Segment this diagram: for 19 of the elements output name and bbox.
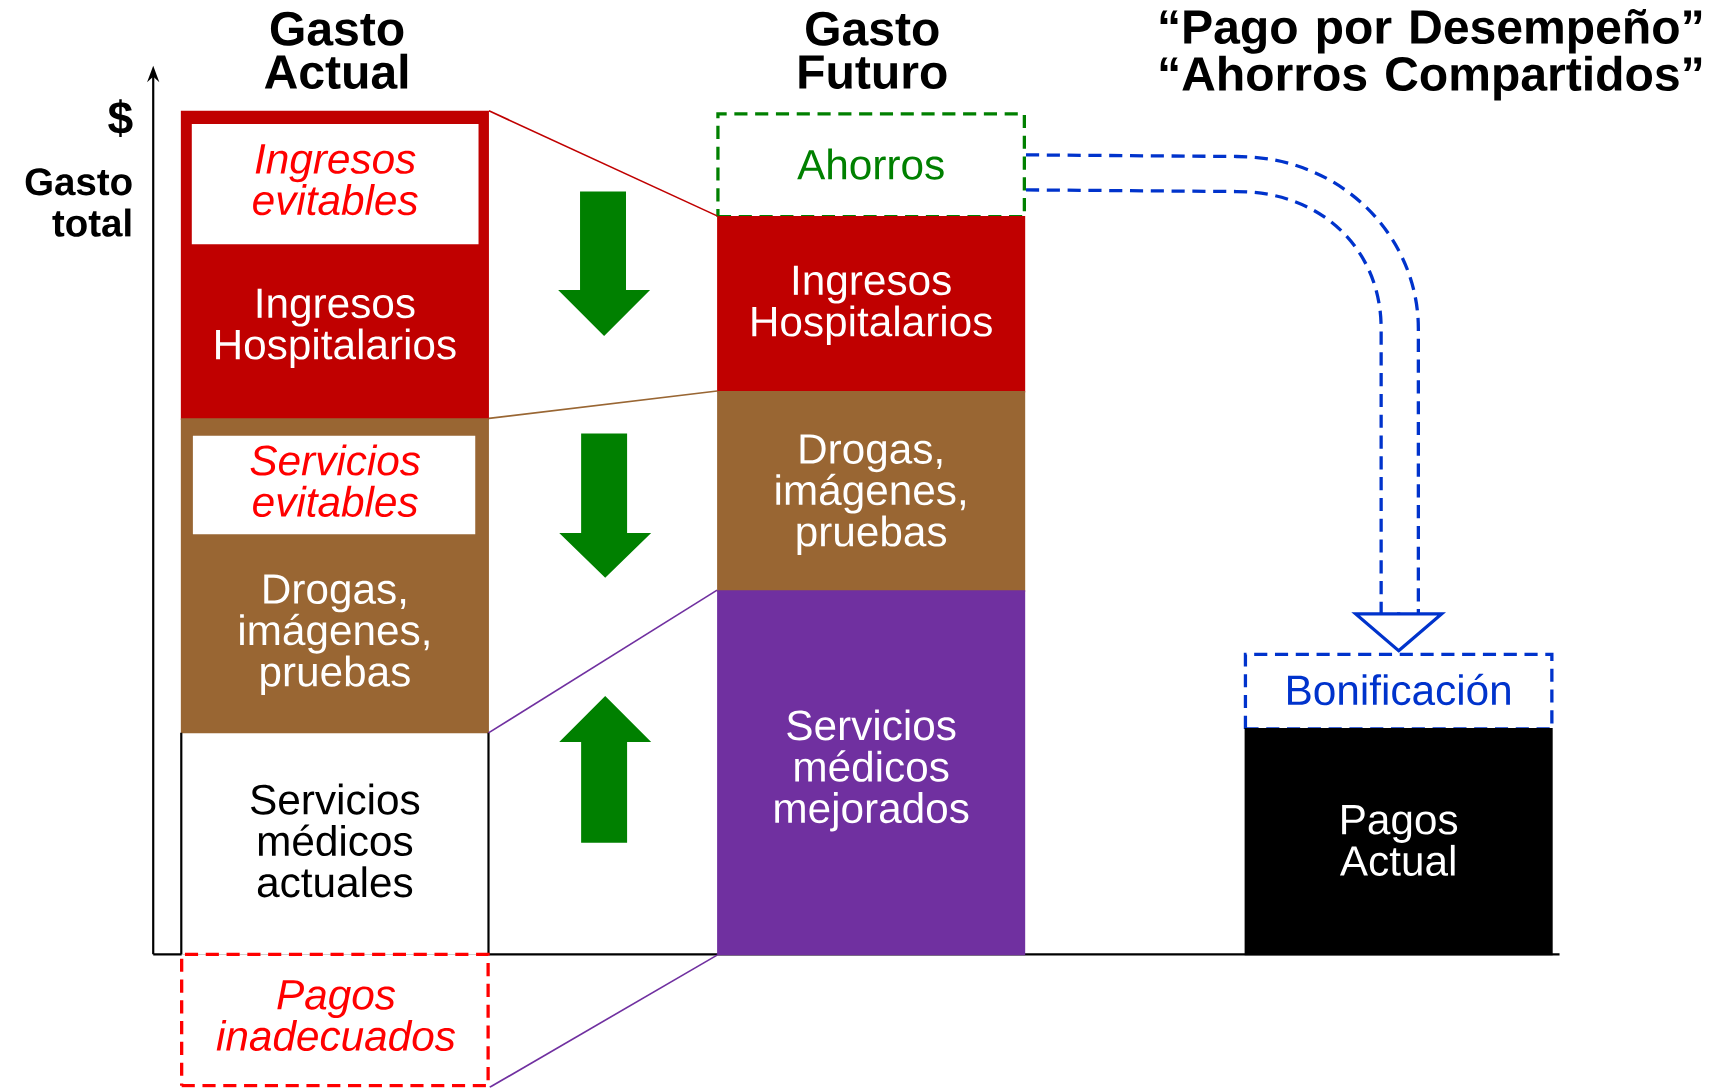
hollow-arrow	[1024, 153, 1446, 653]
cost-bar: Drogas, imágenes, pruebas	[717, 391, 1026, 592]
cost-bar: Servicios médicos actuales	[180, 731, 490, 956]
column-heading: Gasto Futuro	[799, 11, 947, 90]
connector-line	[487, 589, 718, 734]
cost-bar: Ingresos Hospitalarios	[717, 215, 1026, 393]
dashed-box: Ahorros	[716, 112, 1026, 219]
axis-label: Gasto total	[25, 168, 132, 237]
inner-box: Servicios evitables	[192, 435, 476, 535]
dashed-box: Pagos inadecuados	[180, 952, 490, 1088]
connector-line	[488, 390, 718, 420]
cost-bar: Pagos Actual	[1244, 728, 1553, 956]
connector-line	[488, 954, 718, 1088]
connector-line	[488, 110, 718, 217]
title: “Pago por Desempeño” “Ahorros Compartidos”	[1160, 9, 1702, 101]
inner-box: Ingresos evitables	[191, 124, 479, 245]
cost-bar: Servicios médicos mejorados	[717, 590, 1026, 956]
axis-label: $	[108, 99, 133, 138]
dashed-box: Bonificación	[1243, 652, 1554, 731]
